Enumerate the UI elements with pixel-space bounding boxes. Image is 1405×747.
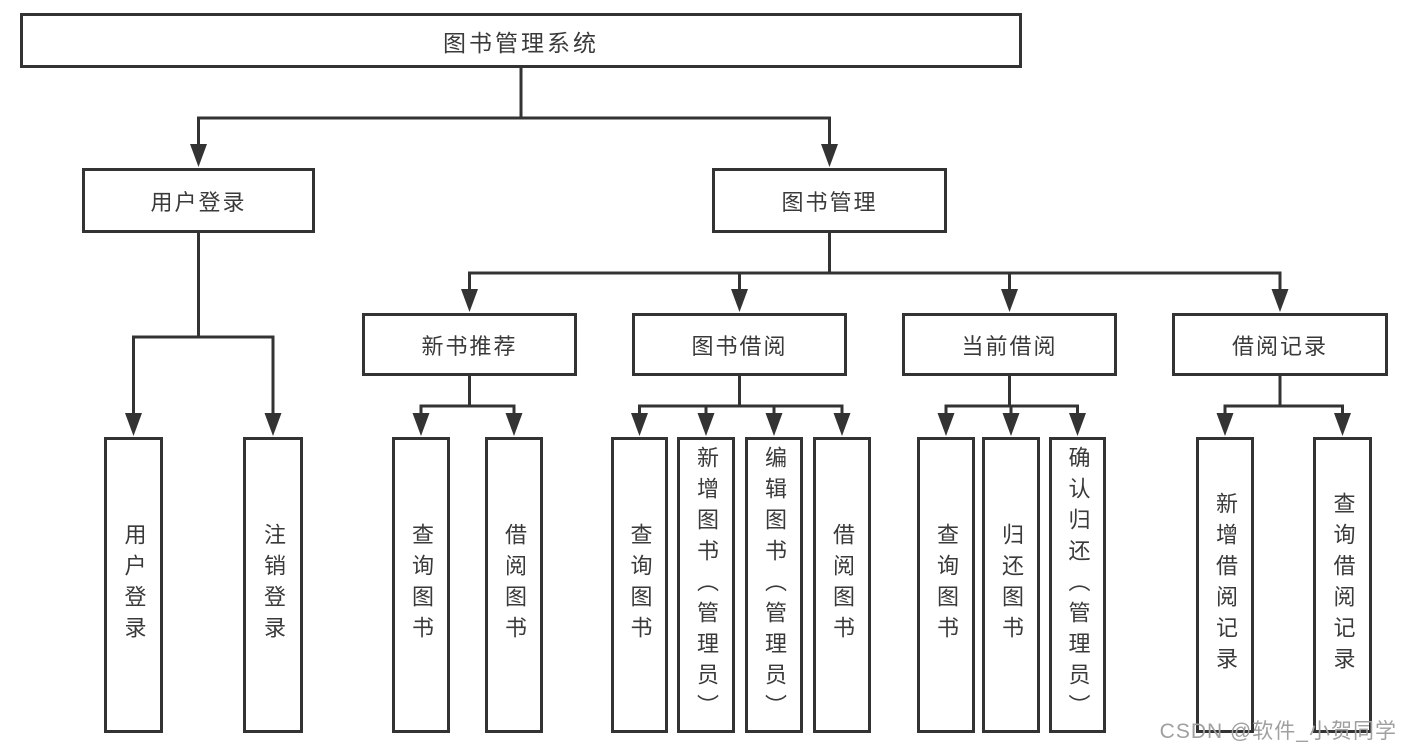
node-root: 图书管理系统	[20, 13, 1022, 68]
node-b-borrow: 借阅图书	[813, 437, 871, 733]
node-label-c-return: 归还图书	[999, 523, 1024, 647]
node-label-nr-query: 查询图书	[409, 523, 434, 647]
node-nr-borrow: 借阅图书	[485, 437, 543, 733]
node-label-ul-logout: 注销登录	[261, 523, 286, 647]
node-b-query: 查询图书	[611, 437, 668, 733]
watermark: CSDN @软件_小贺同学	[1159, 720, 1397, 743]
node-label-c-query: 查询图书	[934, 523, 959, 647]
node-label-user-login: 用户登录	[150, 189, 247, 215]
node-label-ul-login: 用户登录	[121, 523, 147, 647]
node-label-r-add: 新增借阅记录	[1213, 492, 1238, 678]
node-label-b-edit: 编辑图书（管理员）	[762, 445, 787, 725]
node-book-mgmt: 图书管理	[712, 168, 947, 233]
node-new-rec: 新书推荐	[362, 313, 577, 376]
node-user-login: 用户登录	[82, 168, 315, 233]
node-label-b-query: 查询图书	[627, 523, 653, 647]
node-records: 借阅记录	[1172, 313, 1388, 376]
node-r-query: 查询借阅记录	[1313, 437, 1372, 733]
node-c-query: 查询图书	[917, 437, 975, 733]
node-ul-logout: 注销登录	[243, 437, 303, 733]
node-label-b-borrow: 借阅图书	[830, 523, 855, 647]
node-r-add: 新增借阅记录	[1196, 437, 1254, 733]
node-label-new-rec: 新书推荐	[421, 333, 518, 359]
node-c-confirm: 确认归还（管理员）	[1049, 437, 1106, 733]
node-label-current: 当前借阅	[961, 333, 1058, 359]
node-b-edit: 编辑图书（管理员）	[745, 437, 803, 733]
node-label-r-query: 查询借阅记录	[1330, 492, 1356, 678]
node-label-records: 借阅记录	[1231, 333, 1328, 359]
node-label-root: 图书管理系统	[443, 29, 599, 56]
node-b-add: 新增图书（管理员）	[677, 437, 735, 733]
node-borrow: 图书借阅	[632, 313, 847, 376]
node-label-book-mgmt: 图书管理	[781, 189, 878, 215]
node-label-b-add: 新增图书（管理员）	[694, 445, 719, 725]
node-ul-login: 用户登录	[104, 437, 163, 733]
node-nr-query: 查询图书	[392, 437, 450, 733]
node-c-return: 归还图书	[982, 437, 1040, 733]
node-label-borrow: 图书借阅	[691, 333, 788, 359]
node-label-nr-borrow: 借阅图书	[502, 523, 527, 647]
node-label-c-confirm: 确认归还（管理员）	[1065, 445, 1091, 725]
node-current: 当前借阅	[902, 313, 1117, 376]
